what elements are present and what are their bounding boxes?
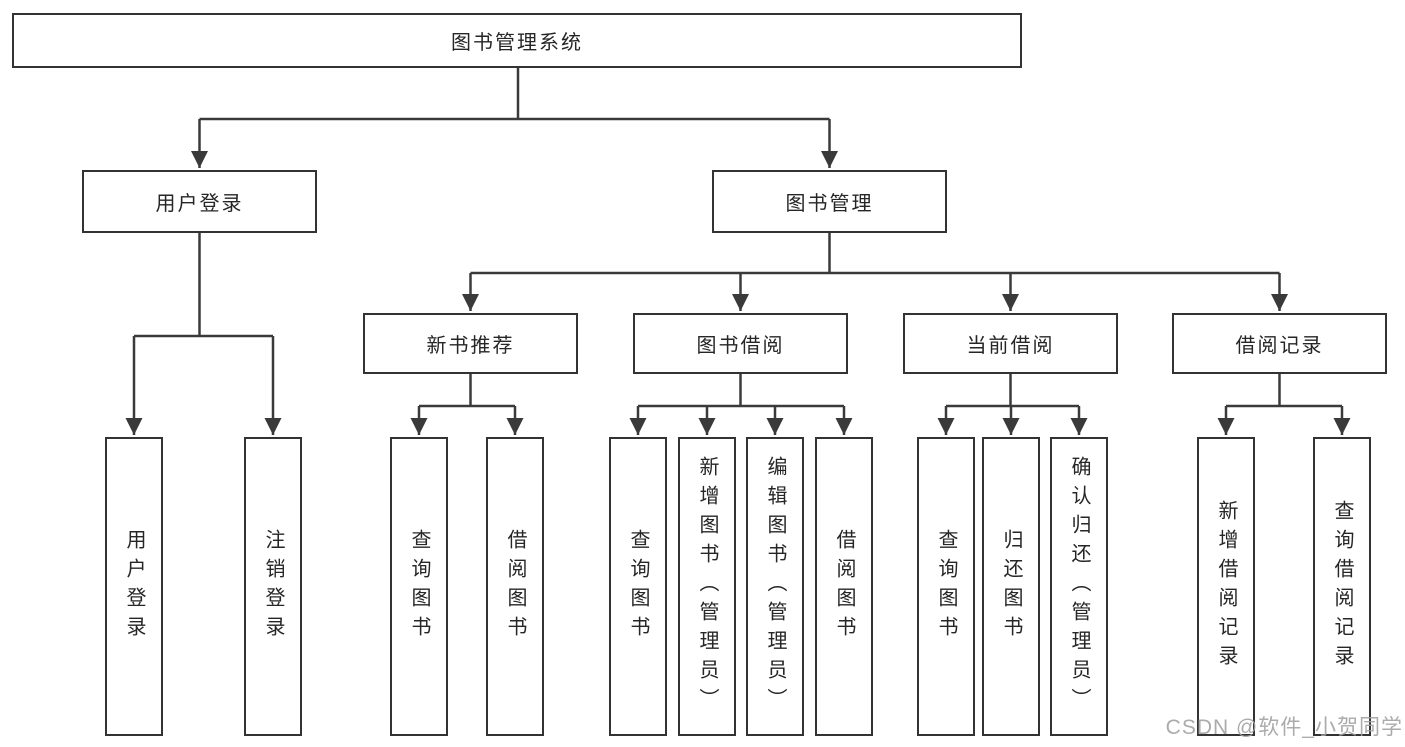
leaf-logout: 注销登录 [244,437,302,736]
watermark: CSDN @软件_小贺同学 [1165,716,1403,739]
leaf-edit-book-admin: 编辑图书（管理员） [746,437,804,736]
node-current-borrow: 当前借阅 [903,313,1118,374]
leaf-borrow-books-2: 借阅图书 [815,437,873,736]
node-label: 查询图书 [935,528,957,645]
leaf-add-book-admin: 新增图书（管理员） [678,437,736,736]
node-label: 查询图书 [627,528,649,645]
leaf-return-books: 归还图书 [982,437,1040,736]
node-book-management: 图书管理 [712,170,947,233]
node-label: 借阅记录 [1235,335,1324,357]
node-label: 查询图书 [408,528,430,645]
node-label: 用户登录 [123,528,145,645]
node-label: 当前借阅 [966,335,1055,357]
node-borrow-records: 借阅记录 [1172,313,1387,374]
leaf-query-books-2: 查询图书 [609,437,667,736]
node-book-borrow: 图书借阅 [633,313,848,374]
leaf-add-borrow-record: 新增借阅记录 [1197,437,1255,736]
leaf-borrow-books-1: 借阅图书 [486,437,544,736]
leaf-query-books-3: 查询图书 [917,437,975,736]
node-label: 新增图书（管理员） [696,456,718,717]
node-label: 新书推荐 [426,335,515,357]
node-label: 归还图书 [1000,528,1022,645]
node-library-system: 图书管理系统 [12,13,1022,68]
leaf-query-books-1: 查询图书 [390,437,448,736]
leaf-query-borrow-record: 查询借阅记录 [1313,437,1371,736]
node-label: 借阅图书 [833,528,855,645]
node-label: 查询借阅记录 [1331,499,1353,674]
node-label: 确认归还（管理员） [1068,456,1090,717]
node-label: 用户登录 [155,193,244,215]
node-user-login: 用户登录 [82,170,317,233]
node-label: 图书借阅 [696,335,785,357]
node-label: 图书管理 [785,193,874,215]
node-new-book-recommend: 新书推荐 [363,313,578,374]
node-label: 借阅图书 [504,528,526,645]
node-label: 图书管理系统 [451,32,583,54]
node-label: 注销登录 [262,528,284,645]
leaf-user-login: 用户登录 [105,437,163,736]
node-label: 编辑图书（管理员） [764,456,786,717]
leaf-confirm-return-admin: 确认归还（管理员） [1050,437,1108,736]
node-label: 新增借阅记录 [1215,499,1237,674]
